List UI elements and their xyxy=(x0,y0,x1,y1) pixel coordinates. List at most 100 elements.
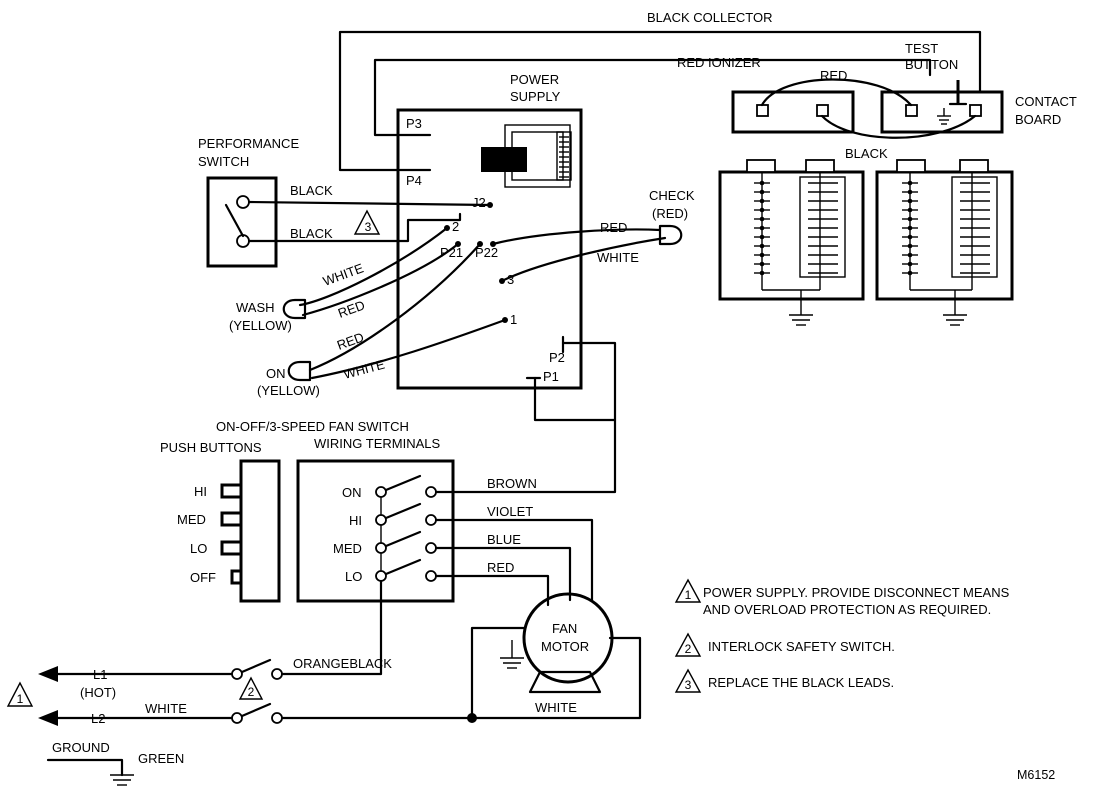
note-1-number: 1 xyxy=(685,588,692,602)
wash-label-1: WASH xyxy=(236,300,275,315)
cell-right-ground-icon xyxy=(943,314,967,326)
note-1-line-2: AND OVERLOAD PROTECTION AS REQUIRED. xyxy=(703,602,991,617)
white-motor-wire xyxy=(280,636,642,720)
push-button-med xyxy=(220,511,243,527)
cell-wire-node xyxy=(907,243,913,249)
red-ionizer-wire xyxy=(373,58,932,137)
p2-label: P2 xyxy=(549,350,565,365)
red-check-label: RED xyxy=(600,220,627,235)
red-jumper-wire xyxy=(760,78,913,107)
terminal-hi-label: HI xyxy=(349,513,362,528)
note-2-text: INTERLOCK SAFETY SWITCH. xyxy=(708,639,895,654)
p3-label: P3 xyxy=(406,116,422,131)
note-2-number: 2 xyxy=(685,642,692,656)
terminal-3-label: 3 xyxy=(507,272,514,287)
interlock-blade-l1 xyxy=(240,658,272,674)
cell-wire-node xyxy=(907,252,913,258)
transformer-icon xyxy=(481,124,572,188)
j2-label: J2 xyxy=(472,195,486,210)
black-collector-wire xyxy=(338,30,982,172)
interlock-terminal-l1-a xyxy=(231,668,243,680)
cell-right xyxy=(875,159,1014,326)
cell-wire-node xyxy=(759,180,765,186)
hot-label: (HOT) xyxy=(80,685,116,700)
cell-wire-node xyxy=(907,225,913,231)
push-buttons-label: PUSH BUTTONS xyxy=(160,440,262,455)
note-3-triangle-number: 3 xyxy=(365,220,372,234)
test-button-label-1: TEST xyxy=(905,41,938,56)
black-wire-2-label: BLACK xyxy=(290,226,333,241)
terminal-on xyxy=(375,474,437,498)
push-button-hi xyxy=(220,483,243,499)
on-label-1: ON xyxy=(266,366,286,381)
push-button-med-label: MED xyxy=(177,512,206,527)
test-button-label-2: BUTTON xyxy=(905,57,958,72)
red-wash-wire xyxy=(301,242,460,317)
wash-lamp-icon xyxy=(282,298,307,320)
terminal-lo xyxy=(375,558,437,582)
note-3-triangle-icon: 3 xyxy=(353,209,381,235)
push-button-hi-label: HI xyxy=(194,484,207,499)
p4-label: P4 xyxy=(406,173,422,188)
note-2-triangle-icon-switch: 2 xyxy=(238,676,264,700)
push-button-off xyxy=(230,569,243,585)
cell-wire-node xyxy=(907,270,913,276)
wash-label-2: (YELLOW) xyxy=(229,318,292,333)
black-jumper-wire xyxy=(820,114,977,139)
cell-wire-node xyxy=(759,243,765,249)
push-button-housing xyxy=(239,459,281,603)
ionizer-terminal-b xyxy=(816,104,829,117)
contact-board xyxy=(880,90,1004,134)
red-lo-wire xyxy=(434,574,550,607)
cell-wire-node xyxy=(907,198,913,204)
note-2-triangle-icon xyxy=(674,632,702,657)
note-3-number: 3 xyxy=(685,678,692,692)
brown-label: BROWN xyxy=(487,476,537,491)
cell-wire-node xyxy=(907,261,913,267)
l1-arrow-icon xyxy=(38,666,58,682)
cell-wire-node xyxy=(759,234,765,240)
cell-wire-node xyxy=(759,270,765,276)
line-triangle-number: 1 xyxy=(17,692,24,706)
interlock-terminal-l2-b xyxy=(271,712,283,724)
cell-wire-node xyxy=(907,234,913,240)
power-supply-label-1: POWER xyxy=(510,72,559,87)
check-lamp-icon xyxy=(658,224,683,246)
on-label-2: (YELLOW) xyxy=(257,383,320,398)
ground-wire xyxy=(46,758,124,777)
cell-wire-node xyxy=(907,180,913,186)
red-lo-label: RED xyxy=(487,560,514,575)
contact-ground-icon xyxy=(937,108,951,125)
note-1-line-1: POWER SUPPLY. PROVIDE DISCONNECT MEANS xyxy=(703,585,1010,600)
white-check-label: WHITE xyxy=(597,250,639,265)
fan-motor-label-1: FAN xyxy=(552,621,577,636)
terminal-on-label: ON xyxy=(342,485,362,500)
performance-switch-blade xyxy=(224,203,245,238)
white-motor-label: WHITE xyxy=(535,700,577,715)
green-label: GREEN xyxy=(138,751,184,766)
red-ionizer-label: RED IONIZER xyxy=(677,55,761,70)
switch-triangle-number: 2 xyxy=(248,685,255,699)
red-check-wire xyxy=(491,228,662,246)
push-button-lo-label: LO xyxy=(190,541,207,556)
terminal-lo-label: LO xyxy=(345,569,362,584)
motor-ground-icon xyxy=(500,640,524,669)
on-lamp-icon xyxy=(287,360,312,382)
interlock-terminal-l1-b xyxy=(271,668,283,680)
orangeblack-wire xyxy=(280,579,383,676)
note-1-triangle-icon xyxy=(674,578,702,603)
terminal-2-label: 2 xyxy=(452,219,459,234)
cell-wire-node xyxy=(759,189,765,195)
white-l2-label: WHITE xyxy=(145,701,187,716)
performance-terminal-top xyxy=(236,195,250,209)
cell-left-ground-icon xyxy=(789,314,813,326)
l2-label: L2 xyxy=(91,711,105,726)
performance-switch-label-2: SWITCH xyxy=(198,154,249,169)
terminal-1-label: 1 xyxy=(510,312,517,327)
cell-wire-node xyxy=(759,216,765,222)
ground-icon xyxy=(110,774,134,786)
contact-board-label-1: CONTACT xyxy=(1015,94,1077,109)
push-button-off-label: OFF xyxy=(190,570,216,585)
